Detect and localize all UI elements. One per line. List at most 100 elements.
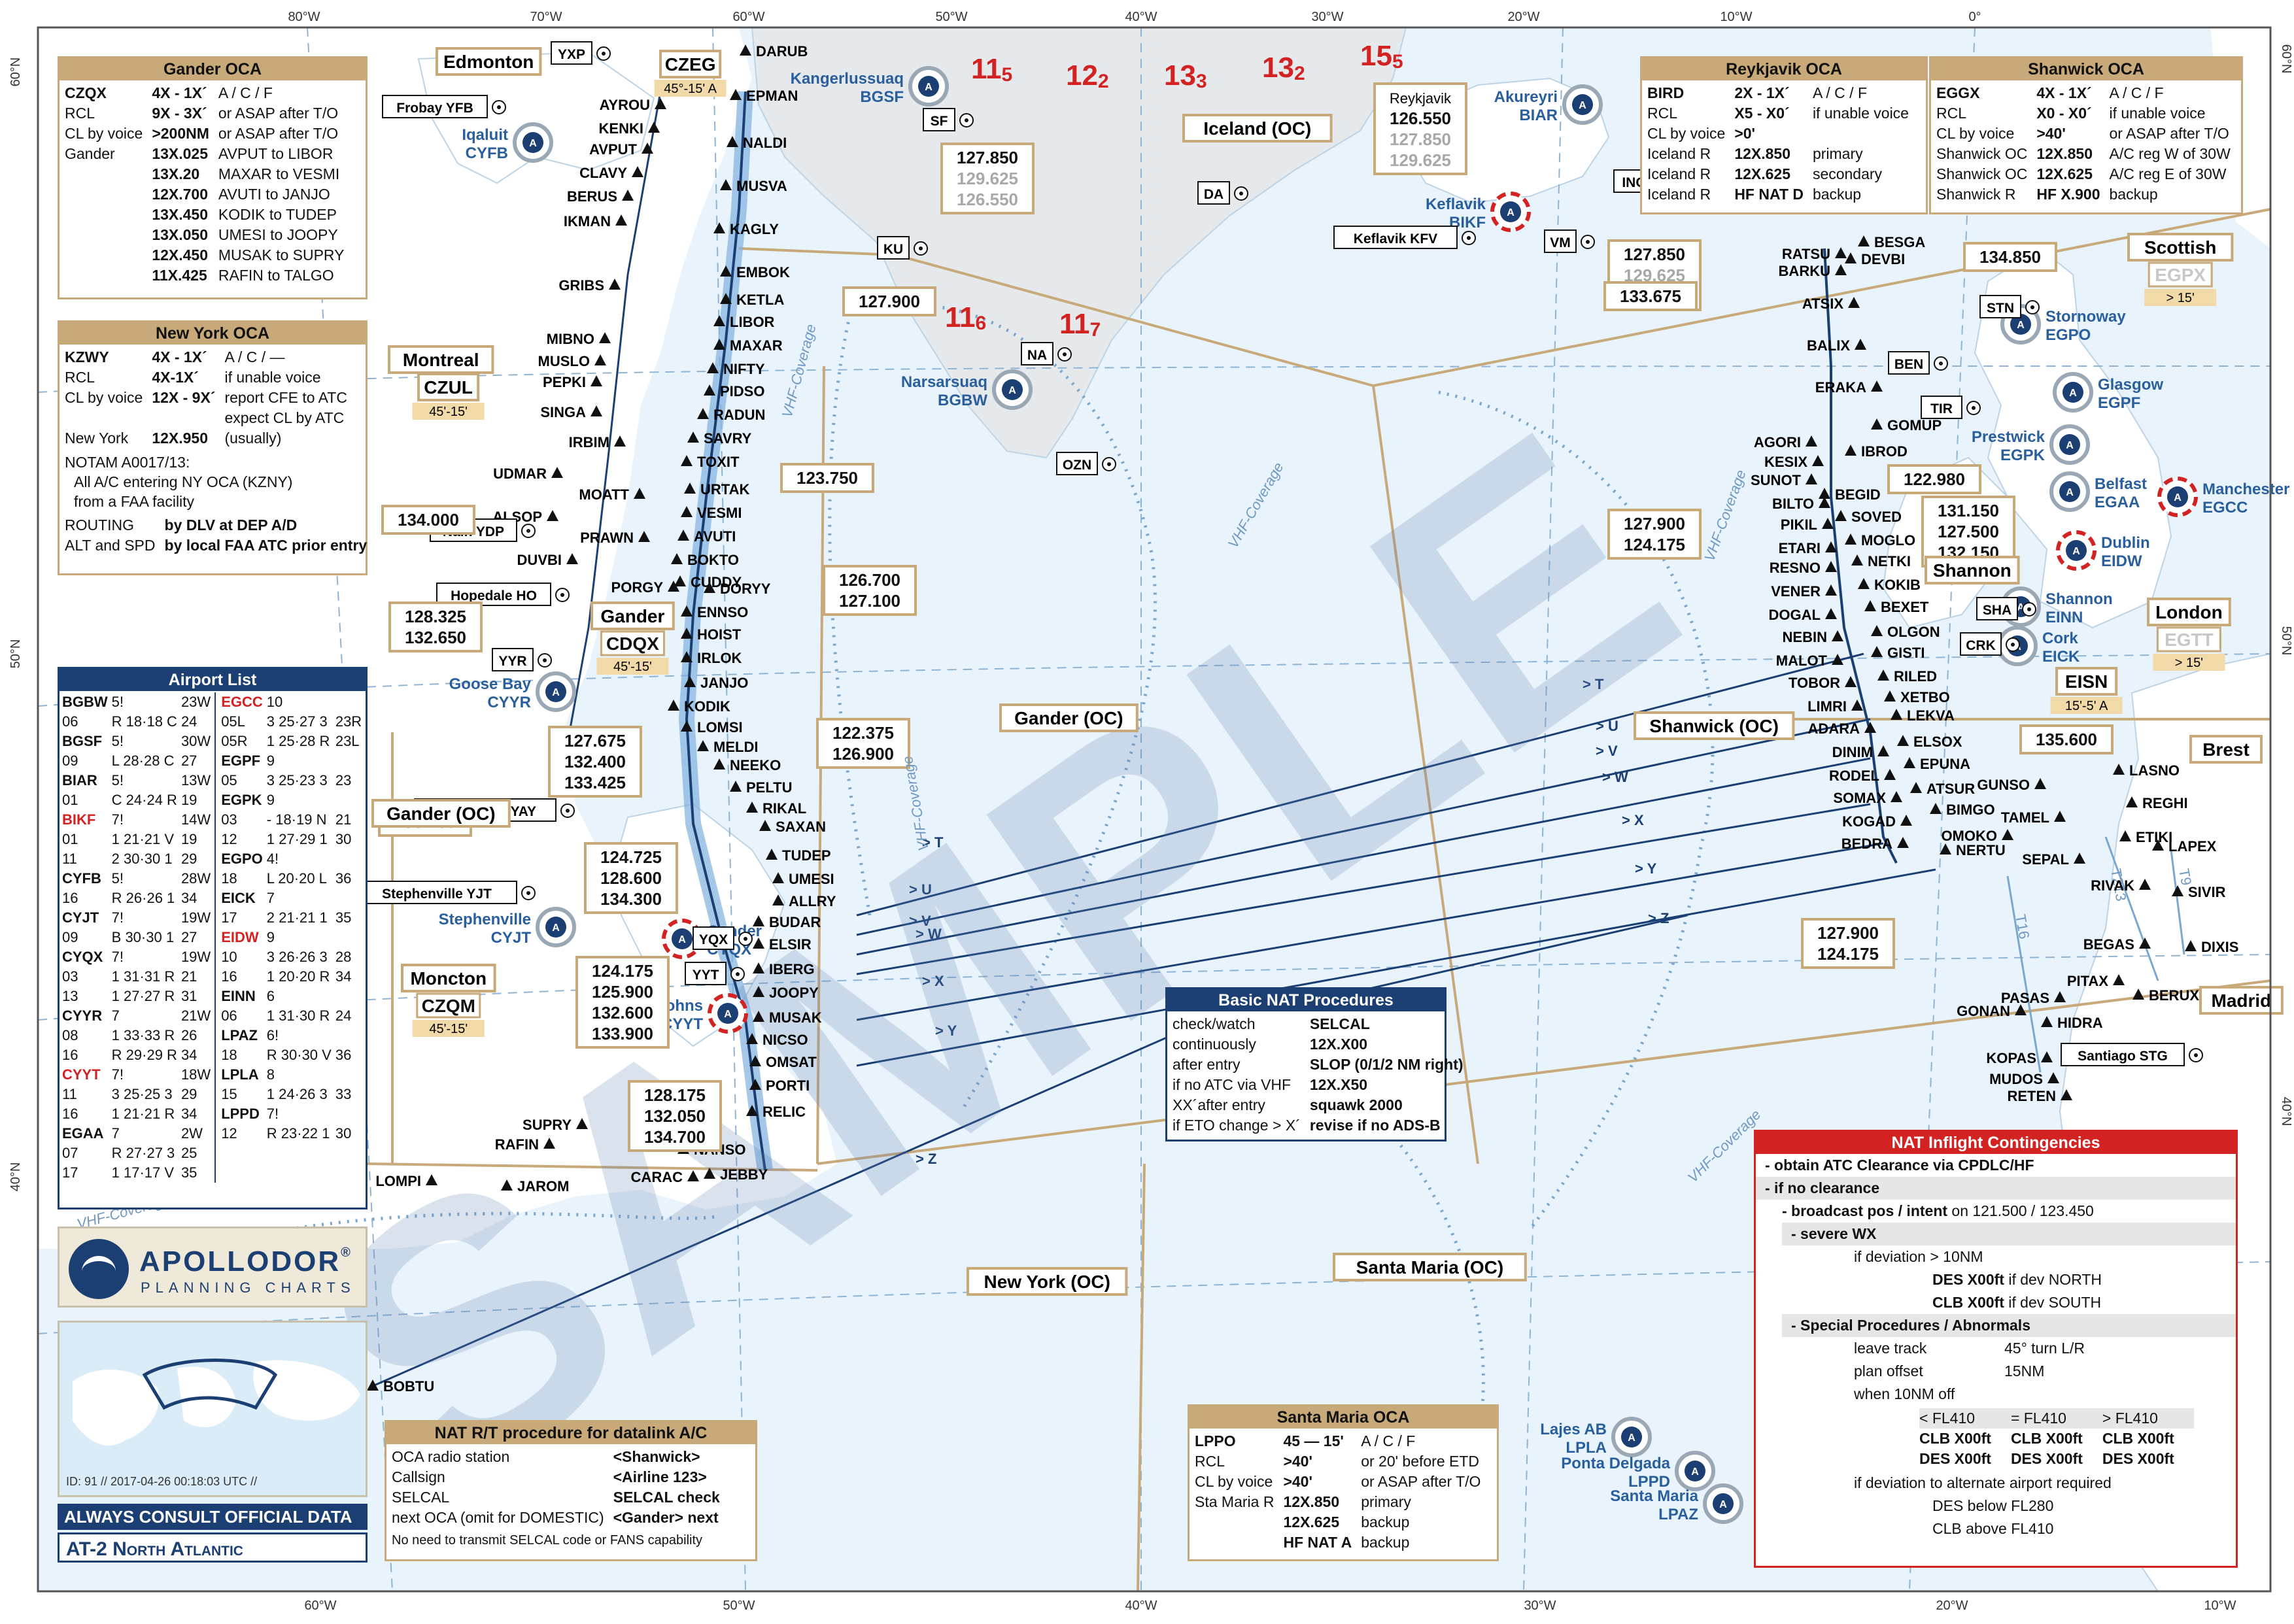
table-row: next OCA (omit for DOMESTIC)<Gander> nex… xyxy=(392,1508,729,1528)
region-label: EISN xyxy=(2065,671,2108,692)
waypoint-triangle-icon xyxy=(1845,676,1857,687)
longitude-label: 30°W xyxy=(1311,10,1343,24)
airport-cell xyxy=(335,692,366,712)
region-label: London xyxy=(2155,602,2223,622)
region-box xyxy=(999,703,1138,732)
waypoint-label: BILTO xyxy=(1772,496,1814,512)
table-cell: <Airline 123> xyxy=(613,1468,707,1485)
airport-name: Narsarsuaq xyxy=(901,373,987,391)
waypoint-triangle-icon xyxy=(1884,769,1896,780)
table-cell: backup xyxy=(1361,1514,1410,1531)
labrador-coast-line xyxy=(561,91,662,772)
waypoint-triangle-icon xyxy=(1812,455,1824,466)
waypoint-label: JOOPY xyxy=(769,985,819,1001)
waypoint-label: ETARI xyxy=(1779,540,1821,556)
waypoint-triangle-icon xyxy=(674,575,686,586)
cont-line-3: - broadcast pos / intent on 121.500 / 12… xyxy=(1782,1202,2094,1219)
waypoint-label: SINGA xyxy=(540,404,586,420)
waypoint-label: GONAN xyxy=(1957,1003,2010,1019)
table-cell xyxy=(1195,1512,1283,1532)
airport-cell: LPLA xyxy=(214,1065,267,1085)
airport-cell: 13W xyxy=(180,772,211,788)
airport-cell: 21 xyxy=(180,968,197,985)
navaid-box xyxy=(1979,295,2021,318)
table-cell: backup xyxy=(1812,186,1862,203)
waypoint-label: ETIKI xyxy=(2136,829,2172,845)
shanwick-oca-title: Shanwick OCA xyxy=(1931,58,2241,80)
region-box xyxy=(2055,667,2118,696)
waypoints-west-group: DARUBAYROUEPMANKENKINALDIAVPUTMUSVACLAVY… xyxy=(367,43,836,1395)
airport-cell: 7! xyxy=(111,909,124,926)
airport-cell: 2 21·21 1 xyxy=(266,909,328,926)
brand-logo-icon xyxy=(69,1239,129,1299)
waypoint-label: TOXIT xyxy=(697,454,740,470)
airport-cell: 19 xyxy=(180,831,197,847)
table-cell: X5 - X0´ xyxy=(1734,105,1790,122)
waypoint-triangle-icon xyxy=(1832,654,1843,665)
airport-cell: CYYR xyxy=(62,1007,103,1024)
waypoint-label: IKMAN xyxy=(564,213,611,229)
table-cell: 12X.450 xyxy=(152,246,209,263)
region-code: EGPX xyxy=(2155,265,2206,285)
airport-cell: 16 xyxy=(62,1047,78,1063)
airport-cell: 23 xyxy=(335,772,352,788)
waypoint-label: MAXAR xyxy=(730,337,783,354)
region-label: Montreal xyxy=(403,350,479,370)
airport-code: CYJT xyxy=(491,929,532,947)
airport-cell: 1 17·17 V xyxy=(111,1164,175,1181)
waypoint-triangle-icon xyxy=(2113,974,2125,985)
airport-cell: R 29·29 R xyxy=(111,1047,177,1063)
table-cell: if unable voice xyxy=(1812,105,1909,122)
waypoint-triangle-icon xyxy=(2041,1051,2053,1062)
waypoint-triangle-icon xyxy=(551,467,563,478)
navaid-label: CRK xyxy=(1966,638,1996,653)
region-label: Shannon xyxy=(1933,560,2012,581)
waypoint-label: KENKI xyxy=(599,120,643,137)
waypoint-label: RADUN xyxy=(713,407,765,423)
table-cell: Sta Maria R xyxy=(1195,1493,1275,1510)
waypoint-label: BERUS xyxy=(567,188,617,205)
cont-line-14: CLB above FL410 xyxy=(1932,1520,2054,1537)
region-box xyxy=(417,373,480,401)
airport-glyph: A xyxy=(2017,320,2025,331)
airport-icon xyxy=(1713,1493,1734,1514)
airport-code: CYYR xyxy=(487,694,531,711)
airport-icon xyxy=(1572,94,1593,115)
track-label: > Y xyxy=(935,1023,957,1039)
airport-cell xyxy=(335,987,366,1006)
airport-cell: BIAR xyxy=(62,772,97,788)
airport-cell: 3 25·25 3 xyxy=(111,1086,173,1102)
waypoint-label: AVPUT xyxy=(589,141,637,158)
waypoint-triangle-icon xyxy=(591,405,602,416)
airport-cell: 27 xyxy=(180,753,197,769)
table-cell: 12X.850 xyxy=(2036,145,2093,162)
longitude-label: 80°W xyxy=(288,10,320,24)
waypoint-label: SAVRY xyxy=(704,430,752,447)
table-cell: MAXAR to VESMI xyxy=(218,165,340,182)
table-cell: backup xyxy=(1361,1534,1410,1551)
waypoint-triangle-icon xyxy=(766,849,778,860)
longitude-label: 40°W xyxy=(1125,1599,1157,1613)
waypoint-label: NIFTY xyxy=(723,361,765,377)
table-cell xyxy=(65,184,152,205)
longitude-label: 60°W xyxy=(304,1599,336,1613)
navaid-box xyxy=(492,648,534,671)
frequency-value: 124.175 xyxy=(1817,944,1879,964)
latitude-label: 40°N xyxy=(9,1162,23,1192)
region-box xyxy=(1333,1253,1527,1281)
frequency-box xyxy=(940,143,1035,214)
airport-cell: BIKF xyxy=(62,811,96,828)
frequency-value: 134.850 xyxy=(1979,247,2041,267)
waypoint-label: RILED xyxy=(1894,668,1937,685)
brand-name: APOLLODOR® xyxy=(139,1245,352,1277)
table-cell: RAFIN to TALGO xyxy=(218,267,334,284)
frequency-value: 127.850 xyxy=(1390,129,1451,149)
